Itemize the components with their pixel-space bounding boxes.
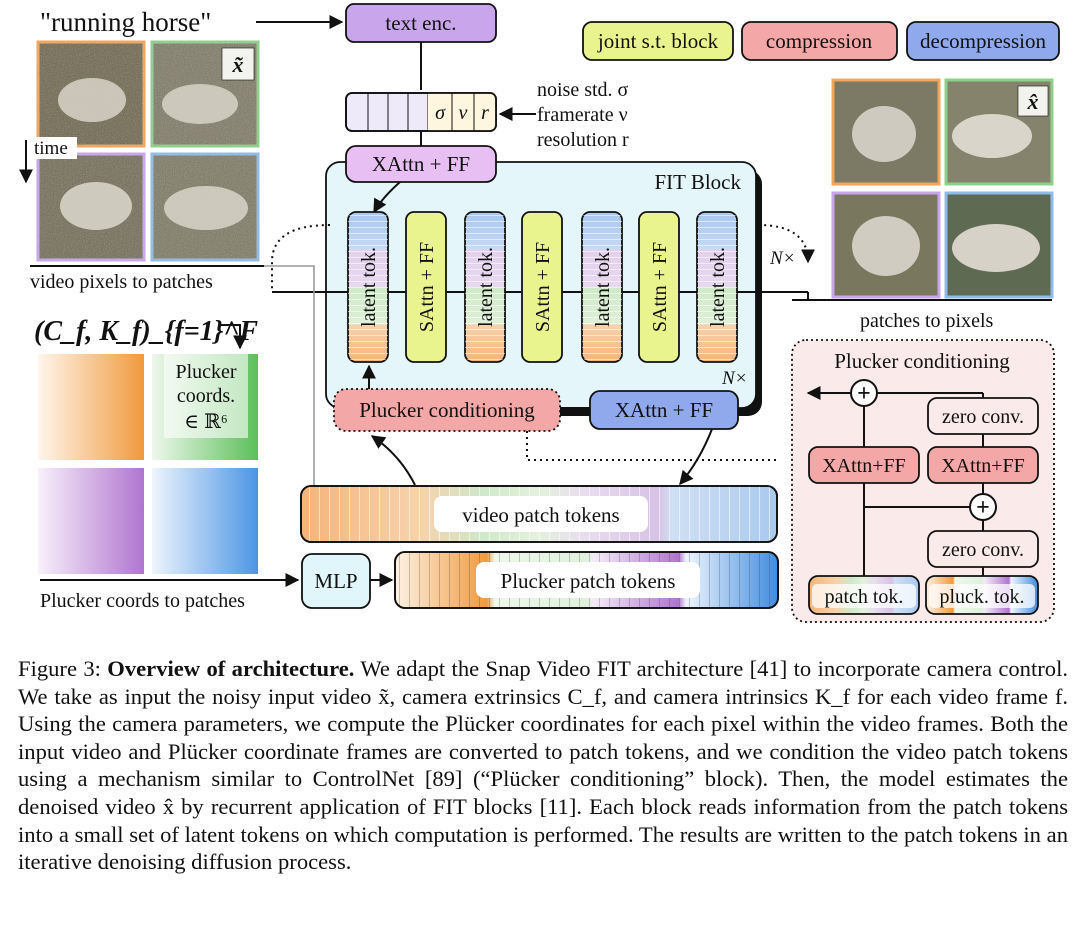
latent-tokens-4: latent tok.	[696, 211, 738, 363]
caption-title: Overview of architecture.	[107, 656, 355, 681]
conditioning-vector: σ ν r	[345, 92, 497, 132]
plucker-box-line-2: coords.	[177, 385, 235, 407]
latent-tokens-3: latent tok.	[581, 211, 623, 363]
cond-label-noise: noise std. σ	[537, 79, 629, 101]
plucker-to-patches-label: Plucker coords to patches	[40, 590, 245, 612]
xattn-ff-top-label: XAttn + FF	[372, 152, 470, 176]
text-encoder-label: text enc.	[385, 11, 456, 35]
legend-decompression-label: decompression	[920, 29, 1046, 53]
latent-tokens-2-label: latent tok.	[475, 247, 497, 327]
plucker-box-line-1: Plucker	[175, 361, 236, 383]
cond-cell-nu: ν	[459, 102, 468, 124]
video-to-patches-label: video pixels to patches	[30, 271, 213, 293]
plucker-patch-tokens: Plucker patch tokens	[394, 551, 779, 609]
sattn-ff-2-label: SAttn + FF	[532, 242, 554, 332]
plucker-box-line-3: ∈ ℝ⁶	[184, 411, 227, 433]
xattn-ff-bottom	[589, 390, 739, 430]
camera-params: (C_f, K_f)_{f=1}^F	[34, 316, 258, 347]
sum-node-bottom-label: +	[976, 495, 990, 521]
architecture-diagram: "running horse" text enc. joint s.t. blo…	[19, 3, 1060, 623]
sattn-ff-1-label: SAttn + FF	[416, 242, 438, 332]
legend-decompression	[906, 21, 1060, 61]
prompt-text: "running horse"	[40, 7, 211, 37]
sattn-ff-1: SAttn + FF	[405, 211, 447, 363]
xattn-ff-detail-left-label: XAttn+FF	[822, 455, 906, 477]
xattn-ff-top	[345, 145, 497, 183]
pluck-tok-label: pluck. tok.	[940, 586, 1025, 608]
legend-compression-label: compression	[766, 29, 873, 53]
video-patch-tokens: video patch tokens	[300, 485, 778, 543]
zero-conv-top-label: zero conv.	[942, 406, 1024, 428]
video-patch-tokens-label: video patch tokens	[462, 503, 619, 527]
denoised-video-symbol: x̂	[1027, 89, 1039, 114]
patches-to-pixels-label: patches to pixels	[860, 310, 994, 332]
patch-tok-label: patch tok.	[825, 586, 904, 608]
sattn-ff-3-label: SAttn + FF	[649, 242, 671, 332]
caption-body: We adapt the Snap Video FIT architecture…	[18, 656, 1069, 875]
time-label: time	[34, 138, 68, 159]
legend-joint	[582, 21, 734, 61]
plucker-patch-tokens-label: Plucker patch tokens	[501, 569, 676, 593]
plucker-conditioning-box	[333, 388, 561, 432]
zero-conv-bottom-label: zero conv.	[942, 539, 1024, 561]
sum-node-top-label: +	[857, 381, 871, 407]
video-patch-connector	[264, 265, 315, 486]
xattn-ff-detail-right-label: XAttn+FF	[941, 455, 1025, 477]
cond-cell-r: r	[481, 102, 489, 124]
latent-tokens-2: latent tok.	[464, 211, 506, 363]
latent-tokens-3-label: latent tok.	[592, 247, 614, 327]
plucker-conditioning-label: Plucker conditioning	[359, 398, 535, 422]
n-times-right: N×	[769, 248, 796, 269]
latent-tokens-4-label: latent tok.	[707, 247, 729, 327]
xattn-ff-bottom-label: XAttn + FF	[615, 398, 713, 422]
noisy-video-symbol: x̃	[232, 52, 244, 77]
mlp-label: MLP	[314, 569, 357, 593]
figure-caption: Figure 3: Overview of architecture. We a…	[18, 655, 1068, 876]
cond-cell-sigma: σ	[435, 102, 446, 124]
latent-tokens-1: latent tok.	[347, 211, 389, 363]
denoised-video-frames: x̂	[831, 78, 1054, 299]
plucker-detail-title: Plucker conditioning	[834, 349, 1010, 373]
fit-block-title: FIT Block	[654, 170, 741, 194]
caption-figure-number: Figure 3:	[18, 656, 101, 681]
n-times-inner: N×	[721, 368, 748, 389]
cond-label-framerate: framerate ν	[537, 104, 628, 126]
sattn-ff-3: SAttn + FF	[638, 211, 680, 363]
legend-joint-label: joint s.t. block	[597, 29, 719, 53]
plucker-frames: Plucker coords. ∈ ℝ⁶	[38, 354, 258, 574]
latent-tokens-1-label: latent tok.	[358, 247, 380, 327]
noisy-video-frames: x̃	[36, 40, 260, 262]
legend-compression	[741, 21, 898, 61]
sattn-ff-2: SAttn + FF	[521, 211, 563, 363]
cond-label-resolution: resolution r	[537, 129, 629, 151]
